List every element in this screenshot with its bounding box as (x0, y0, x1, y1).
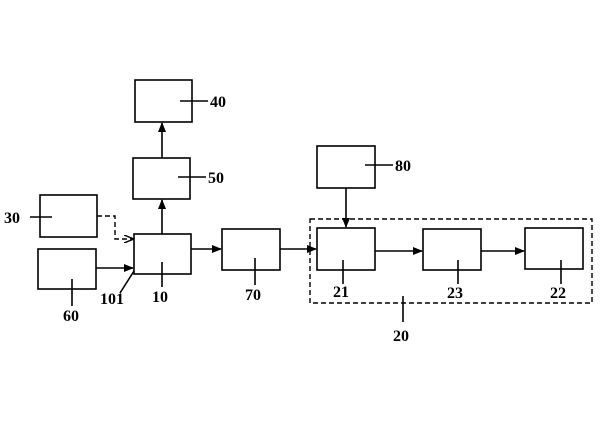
label-10: 10 (152, 289, 168, 306)
block-21 (316, 227, 376, 271)
label-101: 101 (100, 291, 124, 308)
block-80 (316, 145, 376, 189)
label-30: 30 (4, 210, 20, 227)
label-22: 22 (550, 285, 566, 302)
label-23: 23 (447, 285, 463, 302)
block-23 (422, 228, 482, 271)
label-70: 70 (245, 287, 261, 304)
label-40: 40 (210, 94, 226, 111)
label-60: 60 (63, 308, 79, 325)
label-20: 20 (393, 328, 409, 345)
block-60 (37, 248, 97, 290)
group-20-dashed-boundary (309, 218, 593, 304)
leader-101 (119, 270, 135, 294)
label-50: 50 (208, 170, 224, 187)
block-70 (221, 228, 281, 271)
dashed-arrow-30-to-10 (97, 215, 133, 239)
label-21: 21 (333, 284, 349, 301)
block-22 (524, 227, 584, 270)
block-50 (132, 157, 191, 200)
label-80: 80 (395, 158, 411, 175)
block-30 (39, 194, 98, 238)
